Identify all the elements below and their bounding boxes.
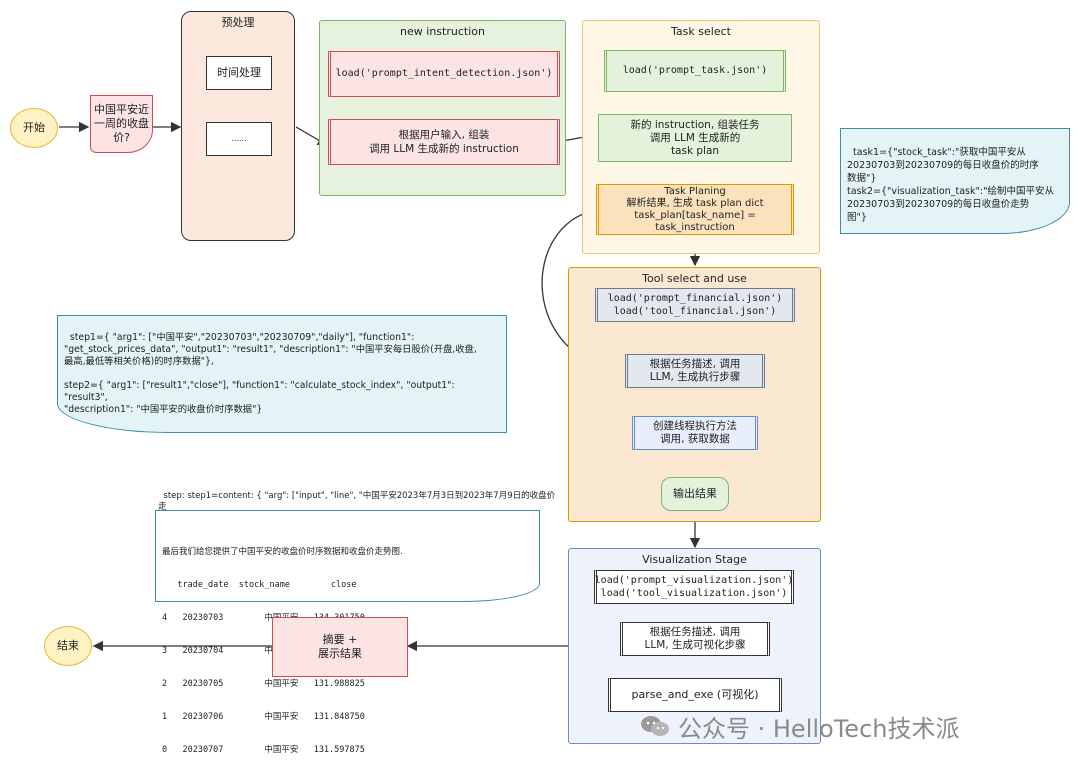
task-assemble-label: 新的 instruction, 组装任务 调用 LLM 生成新的 task pl… xyxy=(630,118,760,157)
viz-load-box: load('prompt_visualization.json') load('… xyxy=(594,570,794,604)
task-assemble-box: 新的 instruction, 组装任务 调用 LLM 生成新的 task pl… xyxy=(598,114,792,162)
new-instruction-panel: new instruction xyxy=(319,20,566,196)
steps-note: step1={ "arg1": ["中国平安","20230703","2023… xyxy=(57,315,507,433)
ellipsis-box: ...... xyxy=(206,122,272,156)
new-instruction-title: new instruction xyxy=(400,25,485,38)
intent-generate-label: 根据用户输入, 组装 调用 LLM 生成新的 instruction xyxy=(369,129,519,155)
result-note: 最后我们给您提供了中国平安的收盘价时序数据和收盘价走势图. trade_date… xyxy=(155,510,540,755)
viz-exe-label: parse_and_exe (可视化) xyxy=(631,688,759,701)
task-load-box: load('prompt_task.json') xyxy=(604,50,786,92)
tool-steps-label: 根据任务描述, 调用 LLM, 生成执行步骤 xyxy=(649,358,741,383)
task-select-title: Task select xyxy=(671,25,731,38)
start-label: 开始 xyxy=(23,121,45,134)
thread-box: 创建线程执行方法 调用, 获取数据 xyxy=(632,416,758,450)
start-node: 开始 xyxy=(10,108,58,148)
result-row: 0 20230707 中国平安 131.597875 xyxy=(162,745,365,755)
output-label: 输出结果 xyxy=(673,487,717,500)
tasks-note-text: task1={"stock_task":"获取中国平安从 20230703到20… xyxy=(847,147,1054,223)
intent-load-box: load('prompt_intent_detection.json') xyxy=(328,51,560,97)
tool-select-title: Tool select and use xyxy=(642,272,747,285)
end-node: 结束 xyxy=(44,626,92,666)
preprocess-title: 预处理 xyxy=(221,16,255,29)
wechat-icon xyxy=(640,714,670,738)
tool-load-box: load('prompt_financial.json') load('tool… xyxy=(595,288,795,322)
result-row: 1 20230706 中国平安 131.848750 xyxy=(162,712,365,722)
summary-label: 摘要 + 展示结果 xyxy=(318,633,362,660)
tasks-note: task1={"stock_task":"获取中国平安从 20230703到20… xyxy=(840,128,1070,234)
viz-load-label: load('prompt_visualization.json') load('… xyxy=(594,575,794,599)
watermark-text: 公众号 · HelloTech技术派 xyxy=(678,714,960,743)
result-intro: 最后我们给您提供了中国平安的收盘价时序数据和收盘价走势图. xyxy=(162,547,403,557)
result-table-header: trade_date stock_name close xyxy=(162,580,357,590)
viz-steps-label: 根据任务描述, 调用 LLM, 生成可视化步骤 xyxy=(644,626,746,651)
output-box: 输出结果 xyxy=(661,477,729,511)
tool-steps-box: 根据任务描述, 调用 LLM, 生成执行步骤 xyxy=(625,354,765,388)
watermark: 公众号 · HelloTech技术派 xyxy=(640,708,1060,744)
steps-note-text: step1={ "arg1": ["中国平安","20230703","2023… xyxy=(64,332,477,415)
question-node: 中国平安近 一周的收盘 价? xyxy=(90,95,153,153)
end-label: 结束 xyxy=(57,639,79,652)
question-label: 中国平安近 一周的收盘 价? xyxy=(94,103,149,144)
summary-box: 摘要 + 展示结果 xyxy=(272,617,408,677)
viz-steps-box: 根据任务描述, 调用 LLM, 生成可视化步骤 xyxy=(620,622,770,656)
thread-label: 创建线程执行方法 调用, 获取数据 xyxy=(653,420,737,445)
intent-load-label: load('prompt_intent_detection.json') xyxy=(335,68,553,79)
visualization-title: Visualization Stage xyxy=(642,553,747,566)
result-row: 2 20230705 中国平安 131.988825 xyxy=(162,679,365,689)
preprocess-panel: 预处理 xyxy=(181,11,295,241)
time-process-label: 时间处理 xyxy=(217,66,261,79)
time-process-box: 时间处理 xyxy=(206,56,272,90)
task-planning-box: Task Planing 解析结果, 生成 task plan dict tas… xyxy=(596,184,794,235)
tool-load-label: load('prompt_financial.json') load('tool… xyxy=(607,293,783,317)
task-planning-label: Task Planing 解析结果, 生成 task plan dict tas… xyxy=(626,185,764,233)
ellipsis-label: ...... xyxy=(231,134,247,143)
viz-exe-box: parse_and_exe (可视化) xyxy=(608,678,782,712)
intent-generate-box: 根据用户输入, 组装 调用 LLM 生成新的 instruction xyxy=(328,119,560,165)
task-load-label: load('prompt_task.json') xyxy=(622,65,768,76)
